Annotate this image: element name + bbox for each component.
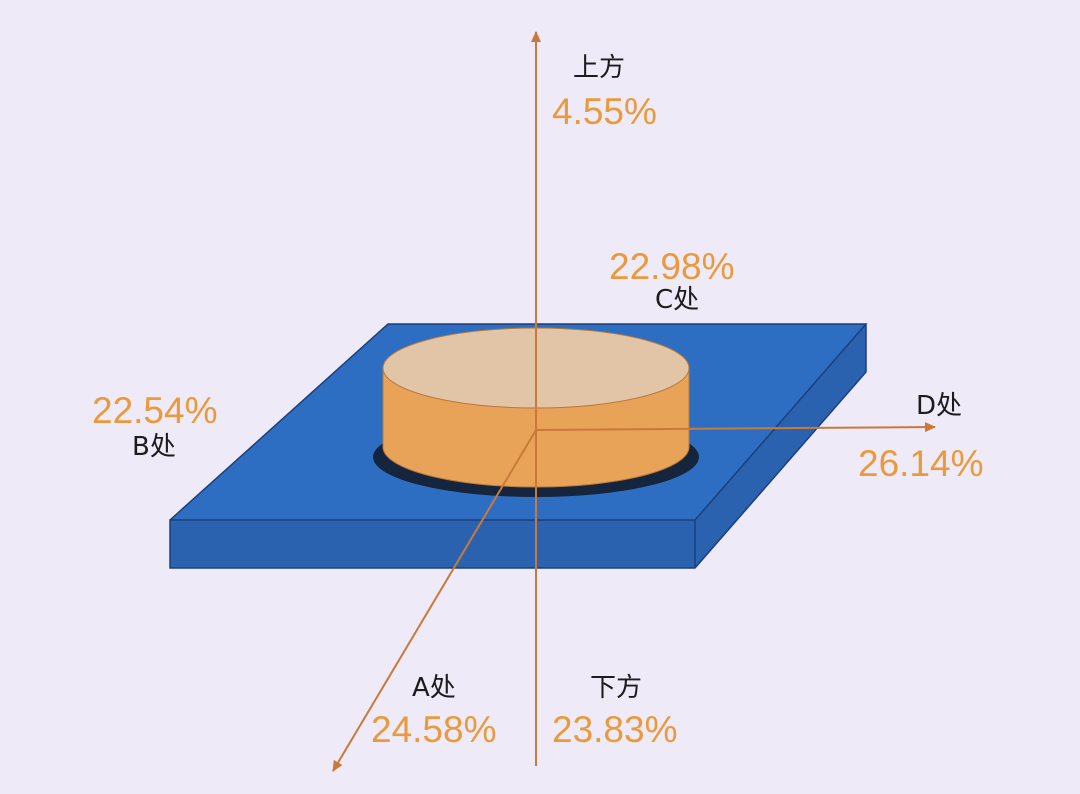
plate-edge-lines (169, 323, 868, 569)
label-c-value: 22.98% (609, 246, 735, 287)
label-b-value: 22.54% (92, 390, 218, 431)
label-a-name: A处 (412, 673, 456, 703)
label-a-value: 24.58% (371, 709, 497, 750)
axis-a (332, 429, 537, 772)
plate-front-face (170, 520, 695, 568)
label-c-name: C处 (655, 285, 700, 315)
label-top-name: 上方 (573, 53, 626, 83)
label-d-name: D处 (916, 391, 963, 421)
label-top-value: 4.55% (552, 91, 657, 132)
axis-d (535, 422, 936, 433)
label-d-value: 26.14% (858, 443, 984, 484)
label-b-name: B处 (132, 432, 176, 462)
label-bottom-name: 下方 (590, 673, 643, 703)
plate-side-face (695, 324, 866, 568)
label-bottom-value: 23.83% (552, 709, 678, 750)
